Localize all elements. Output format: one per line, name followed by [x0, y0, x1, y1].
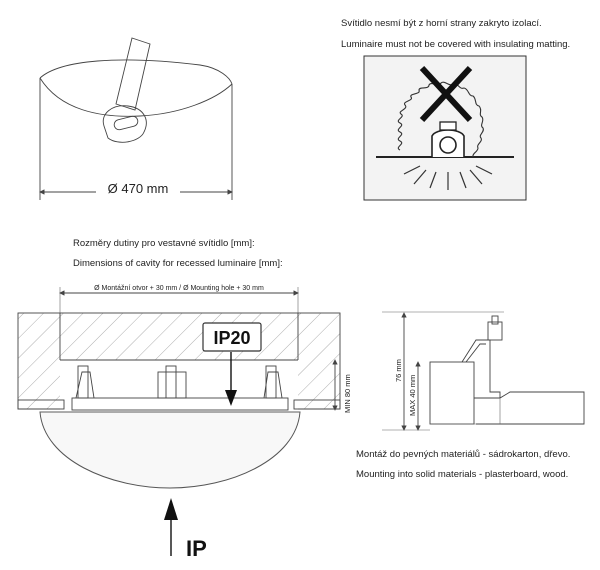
luminaire-sketch: Ø 470 mm [39, 37, 233, 200]
mounting-clip-detail: 76 mm MAX 40 mm [382, 311, 585, 431]
mount-text-cz: Montáž do pevných materiálů - sádrokarto… [356, 449, 570, 460]
ip20-label: IP20 [213, 328, 250, 348]
mounting-hole-label: Ø Montážní otvor + 30 mm / Ø Mounting ho… [94, 285, 264, 292]
max-40-label: MAX 40 mm [408, 375, 417, 416]
arrow-down-icon [225, 352, 237, 406]
cavity-text-cz: Rozměry dutiny pro vestavné svítidlo [mm… [73, 238, 255, 249]
height-76-label: 76 mm [394, 359, 403, 382]
warning-text-cz: Svítidlo nesmí být z horní strany zakryt… [341, 18, 542, 29]
diameter-label: Ø 470 mm [108, 181, 169, 196]
warning-text-en: Luminaire must not be covered with insul… [341, 39, 570, 50]
arrow-up-icon [164, 498, 178, 556]
cross-mark-icon [419, 65, 473, 123]
min-depth-label: MIN 80 mm [343, 374, 352, 413]
mount-text-en: Mounting into solid materials - plasterb… [356, 469, 568, 480]
ip-label: IP [186, 536, 207, 561]
cavity-text-en: Dimensions of cavity for recessed lumina… [73, 258, 283, 269]
insulation-warning-panel [363, 55, 527, 201]
cavity-section: Ø Montážní otvor + 30 mm / Ø Mounting ho… [17, 285, 352, 561]
